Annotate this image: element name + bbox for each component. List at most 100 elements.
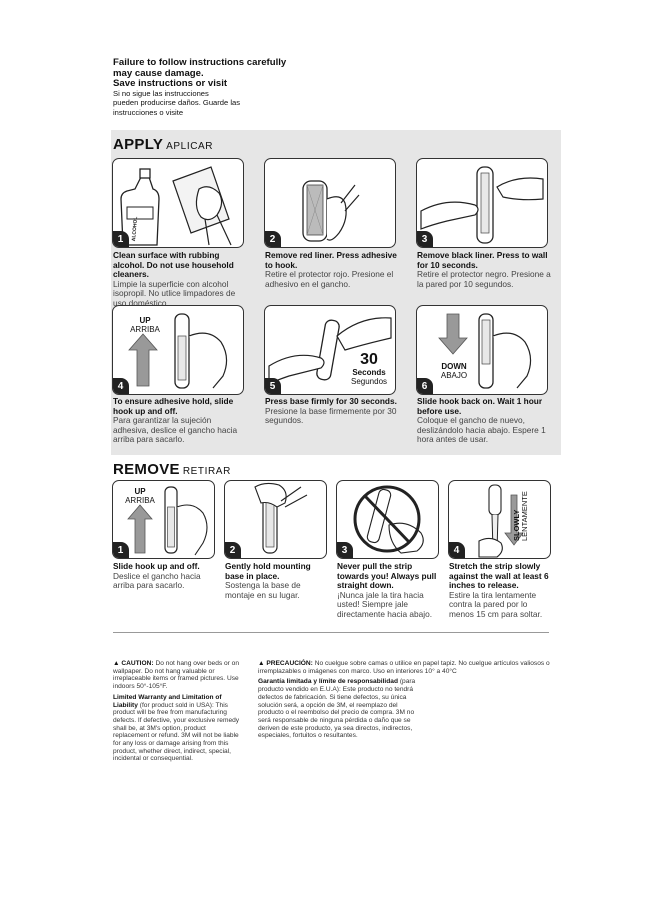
apply-step-4-caption: To ensure adhesive hold, slide hook up a…	[113, 396, 247, 445]
seconds-text: Seconds	[352, 368, 386, 377]
precaucion-label: ▲ PRECAUCIÓN:	[258, 660, 313, 667]
apply-step-2-caption: Remove red liner. Press adhesive to hook…	[265, 250, 399, 289]
apply-step-6-caption: Slide hook back on. Wait 1 hour before u…	[417, 396, 551, 445]
intro-line-1: Failure to follow instructions carefully	[113, 57, 287, 68]
press-to-wall-icon	[420, 166, 544, 244]
seconds-text-es: Segundos	[350, 377, 388, 386]
step-text-es: Presione la base firmemente por 30 segun…	[265, 405, 397, 426]
step-text-en: Remove red liner. Press adhesive to hook…	[265, 250, 397, 270]
step-text-es: Retire el protector negro. Presione a la…	[417, 269, 551, 289]
intro-warning: Failure to follow instructions carefully…	[113, 57, 333, 90]
intro-warning-es: Si no sigue las instrucciones pueden pro…	[113, 89, 283, 117]
step-text-en: To ensure adhesive hold, slide hook up a…	[113, 396, 234, 416]
garantia-label: Garantía limitada y límite de responsabi…	[258, 678, 398, 686]
step-number-badge: 1	[113, 231, 129, 247]
step-text-es: Limpie la superficie con alcohol isoprop…	[113, 278, 236, 308]
step-number-badge: 1	[113, 542, 129, 558]
step-number-badge: 4	[113, 378, 129, 394]
remove-step-3-caption: Never pull the strip towards you! Always…	[337, 561, 437, 620]
up-text-es: ARRIBA	[125, 496, 155, 505]
press-base-icon	[268, 317, 392, 385]
seconds-number: 30	[360, 351, 378, 368]
warranty-label: Limited Warranty and Limitation of Liabi…	[113, 693, 222, 709]
apply-step-3-illustration: 3	[416, 158, 548, 248]
step-number-badge: 4	[449, 542, 465, 558]
step-text-es: ¡Nunca jale la tira hacia usted! Siempre…	[337, 589, 433, 619]
no-pull-toward-icon	[353, 485, 424, 554]
step-number-badge: 2	[225, 542, 241, 558]
remove-step-4-illustration: SLOWLY LENTAMENTE 4	[448, 480, 551, 559]
garantia-paragraph: Garantía limitada y límite de responsabi…	[258, 678, 418, 740]
apply-step-1-caption: Clean surface with rubbing alcohol. Do n…	[113, 250, 247, 309]
intro-line-3: Save instructions or visit	[113, 78, 228, 89]
remove-step-4-caption: Stretch the strip slowly against the wal…	[449, 561, 553, 620]
down-text-es: ABAJO	[440, 371, 468, 380]
step-number-badge: 2	[265, 231, 281, 247]
section-divider	[113, 632, 549, 633]
down-text: DOWN	[441, 362, 467, 371]
apply-step-2-illustration: 2	[264, 158, 396, 248]
remove-title: REMOVE	[113, 461, 180, 478]
caution-paragraph: ▲ CAUTION: Do not hang over beds or on w…	[113, 660, 241, 691]
remove-subtitle: RETIRAR	[182, 466, 231, 477]
step-text-es: Estire la tira lentamente contra la pare…	[449, 589, 543, 619]
step-number-badge: 5	[265, 378, 281, 394]
step-text-en: Stretch the strip slowly against the wal…	[449, 561, 549, 591]
hold-base-icon	[254, 482, 308, 554]
slide-hook-up-icon	[127, 486, 208, 556]
slide-up-icon	[128, 313, 228, 389]
remove-step-2-caption: Gently hold mounting base in place. Sost…	[225, 561, 325, 600]
intro-es-line-1: Si no sigue las instrucciones	[113, 89, 209, 98]
remove-step-1-illustration: UP ARRIBA 1	[112, 480, 215, 559]
apply-step-5-illustration: 30 Seconds Segundos 5	[264, 305, 396, 395]
intro-line-2: may cause damage.	[113, 67, 204, 79]
apply-step-3-caption: Remove black liner. Press to wall for 10…	[417, 250, 551, 289]
up-text: UP	[139, 316, 151, 325]
caution-block: ▲ CAUTION: Do not hang over beds or on w…	[113, 660, 241, 763]
up-text-es: ARRIBA	[130, 325, 160, 334]
intro-es-line-3: instrucciones o visite	[113, 107, 184, 117]
seconds-label: 30 Seconds Segundos	[347, 351, 391, 387]
alcohol-cleaning-icon	[120, 166, 232, 246]
stretch-strip-icon	[478, 484, 524, 558]
apply-title: APPLY	[113, 136, 164, 153]
step-text-es: Para garantizar la sujeción adhesiva, de…	[113, 415, 238, 445]
remove-step-1-caption: Slide hook up and off. Deslice el gancho…	[113, 561, 213, 591]
slowly-label: SLOWLY LENTAMENTE	[512, 485, 529, 541]
step-number-badge: 6	[417, 378, 433, 394]
step-text-es: Retire el protector rojo. Presione el ad…	[265, 269, 394, 289]
intro-es-line-2: pueden producirse daños. Guarde las	[113, 98, 241, 108]
step-text-en: Clean surface with rubbing alcohol. Do n…	[113, 250, 234, 280]
step-text-en: Slide hook up and off.	[113, 561, 200, 571]
step-text-en: Never pull the strip towards you! Always…	[337, 561, 437, 591]
step-text-en: Press base firmly for 30 seconds.	[265, 396, 397, 406]
step-number-badge: 3	[417, 231, 433, 247]
remove-step-3-illustration: 3	[336, 480, 439, 559]
step-text-en: Remove black liner. Press to wall for 10…	[417, 250, 548, 270]
precaucion-block: ▲ PRECAUCIÓN: No cuelgue sobre camas o u…	[258, 660, 558, 740]
warranty-text: (for product sold in USA): This product …	[113, 701, 240, 763]
apply-step-4-illustration: UP ARRIBA 4	[112, 305, 244, 395]
step-text-en: Gently hold mounting base in place.	[225, 561, 311, 581]
down-label: DOWN ABAJO	[435, 362, 473, 380]
apply-step-5-caption: Press base firmly for 30 seconds. Presio…	[265, 396, 399, 426]
slowly-text-es: LENTAMENTE	[520, 491, 529, 541]
warranty-paragraph: Limited Warranty and Limitation of Liabi…	[113, 694, 241, 763]
apply-step-1-illustration: ALCOHOL 1	[112, 158, 244, 248]
apply-step-6-illustration: DOWN ABAJO 6	[416, 305, 548, 395]
apply-subtitle: APLICAR	[166, 141, 214, 152]
up-label: UP ARRIBA	[121, 487, 159, 505]
precaucion-text: No cuelgue sobre camas o utilice en pape…	[258, 660, 550, 675]
step-text-es: Sostenga la base de montaje en su lugar.	[225, 580, 301, 600]
step-number-badge: 3	[337, 542, 353, 558]
up-label: UP ARRIBA	[127, 316, 163, 334]
caution-text: Do not hang over beds or on wallpaper. D…	[113, 660, 240, 691]
slide-down-icon	[438, 313, 532, 389]
remove-step-2-illustration: 2	[224, 480, 327, 559]
step-text-es: Coloque el gancho de nuevo, deslizándolo…	[417, 415, 546, 445]
caution-label: ▲ CAUTION:	[113, 660, 154, 667]
step-text-en: Slide hook back on. Wait 1 hour before u…	[417, 396, 543, 416]
garantia-text: (para producto vendido en E.U.A): Este p…	[258, 678, 416, 740]
